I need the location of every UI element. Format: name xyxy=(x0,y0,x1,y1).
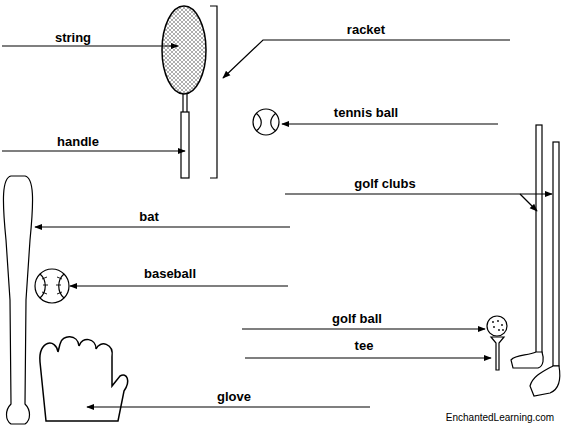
baseball-drawing xyxy=(35,269,69,303)
part-label: golf ball xyxy=(332,311,382,326)
part-label: tee xyxy=(355,338,374,353)
part-label: bat xyxy=(139,209,159,224)
tee-drawing xyxy=(491,337,504,370)
part-label: tennis ball xyxy=(334,105,398,120)
leader-lines xyxy=(2,40,552,407)
watermark: EnchantedLearning.com xyxy=(446,412,554,424)
golf-ball-drawing xyxy=(487,316,507,336)
golf-clubs-drawing xyxy=(511,125,560,396)
part-label: golf clubs xyxy=(354,176,415,191)
part-label: glove xyxy=(217,389,251,404)
part-label: racket xyxy=(347,22,385,37)
part-label: baseball xyxy=(144,266,196,281)
part-label: handle xyxy=(57,134,99,149)
part-label: string xyxy=(55,30,91,45)
glove-drawing xyxy=(40,337,128,421)
bat-drawing xyxy=(3,176,32,424)
tennis-ball-drawing xyxy=(253,109,279,135)
racket-drawing xyxy=(162,6,217,178)
